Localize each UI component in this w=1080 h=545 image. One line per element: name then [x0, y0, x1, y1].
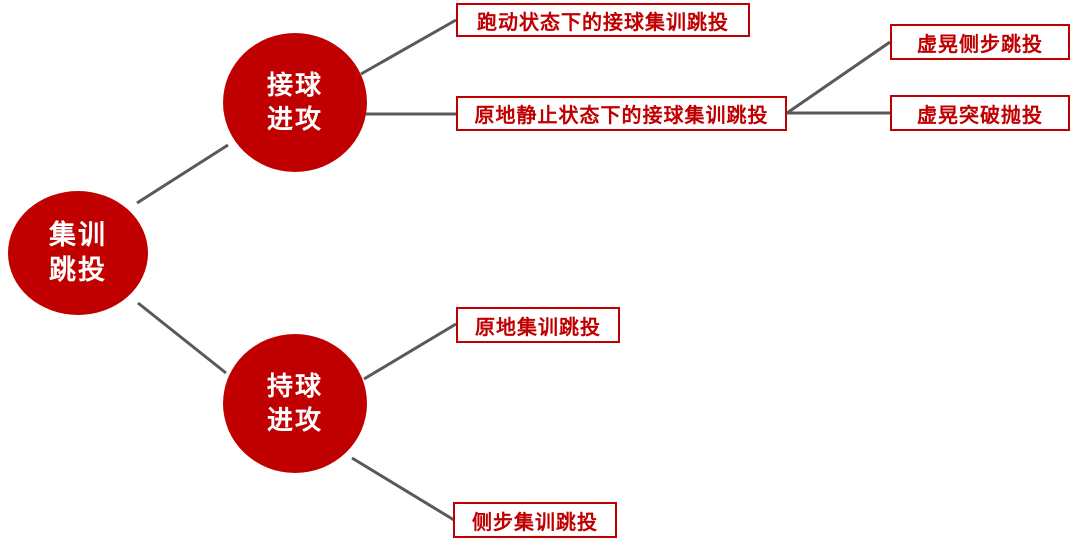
root-node[interactable]: 集训 跳投	[8, 191, 148, 315]
leaf-box-fake-sidestep-shot-label: 虚晃侧步跳投	[917, 33, 1043, 56]
connector-root-to-hold	[137, 301, 227, 375]
branch-node-catch-offense-label-line2: 进攻	[266, 103, 323, 134]
branch-node-catch-offense-label-line1: 接球	[266, 70, 323, 101]
leaf-box-stationary-catch-shot[interactable]: 原地静止状态下的接球集训跳投	[456, 96, 787, 131]
branch-node-hold-offense-label-line2: 进攻	[266, 404, 323, 435]
connector-hold-to-spot	[363, 322, 457, 381]
leaf-box-sidestep-shot[interactable]: 侧步集训跳投	[453, 502, 617, 538]
leaf-box-fake-drive-floater-label: 虚晃突破抛投	[917, 104, 1043, 127]
leaf-box-sidestep-shot-label: 侧步集训跳投	[472, 511, 598, 534]
root-node-label-line1: 集训	[49, 220, 107, 251]
connector-root-to-catch	[136, 143, 229, 205]
leaf-box-running-catch-shot-label: 跑动状态下的接球集训跳投	[477, 11, 729, 34]
branch-node-hold-offense[interactable]: 持球 进攻	[223, 334, 367, 473]
root-node-label-line2: 跳投	[49, 255, 107, 285]
leaf-box-spot-up-shot-label: 原地集训跳投	[475, 316, 601, 339]
leaf-box-stationary-catch-shot-label: 原地静止状态下的接球集训跳投	[474, 105, 769, 127]
branch-node-catch-offense[interactable]: 接球 进攻	[223, 33, 367, 172]
leaf-box-running-catch-shot[interactable]: 跑动状态下的接球集训跳投	[456, 3, 750, 37]
connector-hold-to-sidestep	[351, 456, 455, 522]
leaf-box-spot-up-shot[interactable]: 原地集训跳投	[456, 307, 620, 343]
leaf-box-fake-sidestep-shot[interactable]: 虚晃侧步跳投	[890, 24, 1070, 60]
connector-catch-to-running	[360, 18, 457, 76]
connector-static-to-fake-side	[786, 40, 891, 115]
leaf-box-fake-drive-floater[interactable]: 虚晃突破抛投	[890, 95, 1070, 131]
branch-node-hold-offense-label-line1: 持球	[266, 371, 323, 402]
